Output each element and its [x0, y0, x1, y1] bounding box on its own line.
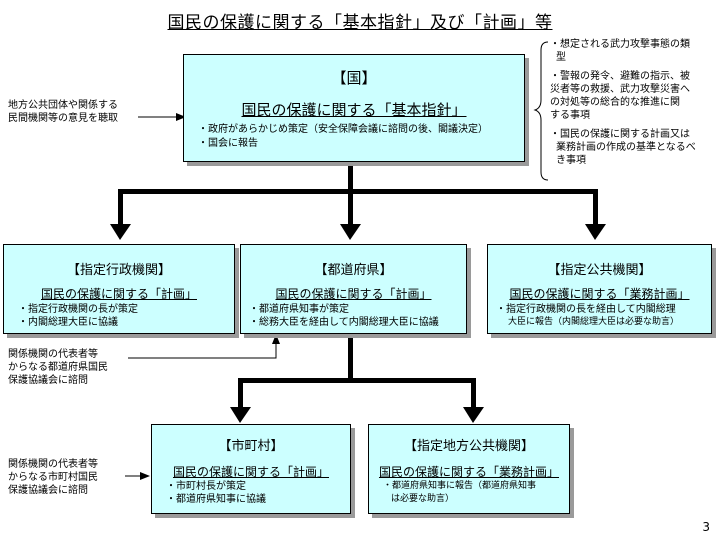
prefecture-box: 【都道府県】 国民の保護に関する「計画」 ・都道府県知事が策定 ・総務大臣を経由…: [240, 244, 467, 334]
national-line-2: ・国会に報告: [198, 138, 258, 149]
designated-public-box: 【指定公共機関】 国民の保護に関する「業務計画」 ・指定行政機関の長を経由して内…: [487, 244, 712, 334]
national-subtitle: 国民の保護に関する「基本指針」: [241, 101, 467, 119]
designated-public-subtitle: 国民の保護に関する「業務計画」: [509, 287, 690, 301]
right-brace: [533, 41, 549, 181]
designated-public-line-1: ・指定行政機関の長を経由して内閣総理: [496, 304, 676, 315]
right-note-1: ・想定される武力攻撃事態の類 型: [550, 39, 690, 63]
designated-admin-box: 【指定行政機関】 国民の保護に関する「計画」 ・指定行政機関の長が策定 ・内閣総…: [3, 244, 235, 334]
designated-admin-line-2: ・内閣総理大臣に協議: [18, 317, 118, 328]
municipality-subtitle: 国民の保護に関する「計画」: [172, 465, 329, 479]
prefecture-header: 【都道府県】: [314, 263, 393, 278]
right-note-3: ・国民の保護に関する計画又は 業務計画の作成の基準となるべ き事項: [550, 129, 696, 166]
right-notes: ・想定される武力攻撃事態の類 型 ・警報の発令、避難の指示、被 災者等の救援、武…: [550, 38, 720, 167]
municipality-header: 【市町村】: [218, 439, 284, 454]
municipality-box: 【市町村】 国民の保護に関する「計画」 ・市町村長が策定 ・都道府県知事に協議: [151, 424, 351, 514]
designated-local-public-line-2: は必要な助言）: [391, 494, 455, 504]
municipality-line-2: ・都道府県知事に協議: [166, 494, 266, 505]
national-line-1: ・政府があらかじめ策定（安全保障会議に諮問の後、閣議決定）: [198, 124, 488, 135]
arrow-national-to-level2: [110, 162, 606, 240]
left-note-national: 地方公共団体や関係する 民間機関等の意見を聴取: [8, 100, 118, 124]
page-number: 3: [702, 520, 710, 534]
side-arrows: [125, 113, 280, 480]
left-note-municipality: 関係機関の代表者等 からなる市町村国民 保護協議会に諮問: [8, 459, 98, 496]
designated-local-public-subtitle: 国民の保護に関する「業務計画」: [378, 465, 559, 479]
right-note-2: ・警報の発令、避難の指示、被 災者等の救援、武力攻撃災害へ の対処等の総合的な推…: [550, 71, 690, 121]
designated-local-public-box: 【指定地方公共機関】 国民の保護に関する「業務計画」 ・都道府県知事に報告（都道…: [368, 424, 570, 514]
designated-admin-line-1: ・指定行政機関の長が策定: [18, 304, 138, 315]
page-title: 国民の保護に関する「基本指針」及び「計画」等: [167, 13, 553, 33]
prefecture-line-1: ・都道府県知事が策定: [249, 304, 349, 315]
designated-local-public-line-1: ・都道府県知事に報告（都道府県知事: [383, 481, 537, 491]
municipality-line-1: ・市町村長が策定: [166, 481, 246, 492]
national-header: 【国】: [331, 69, 377, 87]
prefecture-line-2: ・総務大臣を経由して内閣総理大臣に協議: [249, 317, 439, 328]
designated-admin-header: 【指定行政機関】: [66, 263, 171, 278]
prefecture-subtitle: 国民の保護に関する「計画」: [275, 287, 432, 301]
designated-admin-subtitle: 国民の保護に関する「計画」: [40, 287, 197, 301]
left-note-prefecture: 関係機関の代表者等 からなる都道府県国民 保護協議会に諮問: [8, 349, 108, 386]
designated-public-line-2: 大臣に報告（内閣総理大臣は必要な助言）: [508, 317, 680, 327]
designated-local-public-header: 【指定地方公共機関】: [403, 439, 534, 454]
arrow-prefecture-to-level3: [230, 336, 484, 423]
national-box: 【国】 国民の保護に関する「基本指針」 ・政府があらかじめ策定（安全保障会議に諮…: [183, 54, 525, 162]
designated-public-header: 【指定公共機関】: [547, 263, 652, 278]
